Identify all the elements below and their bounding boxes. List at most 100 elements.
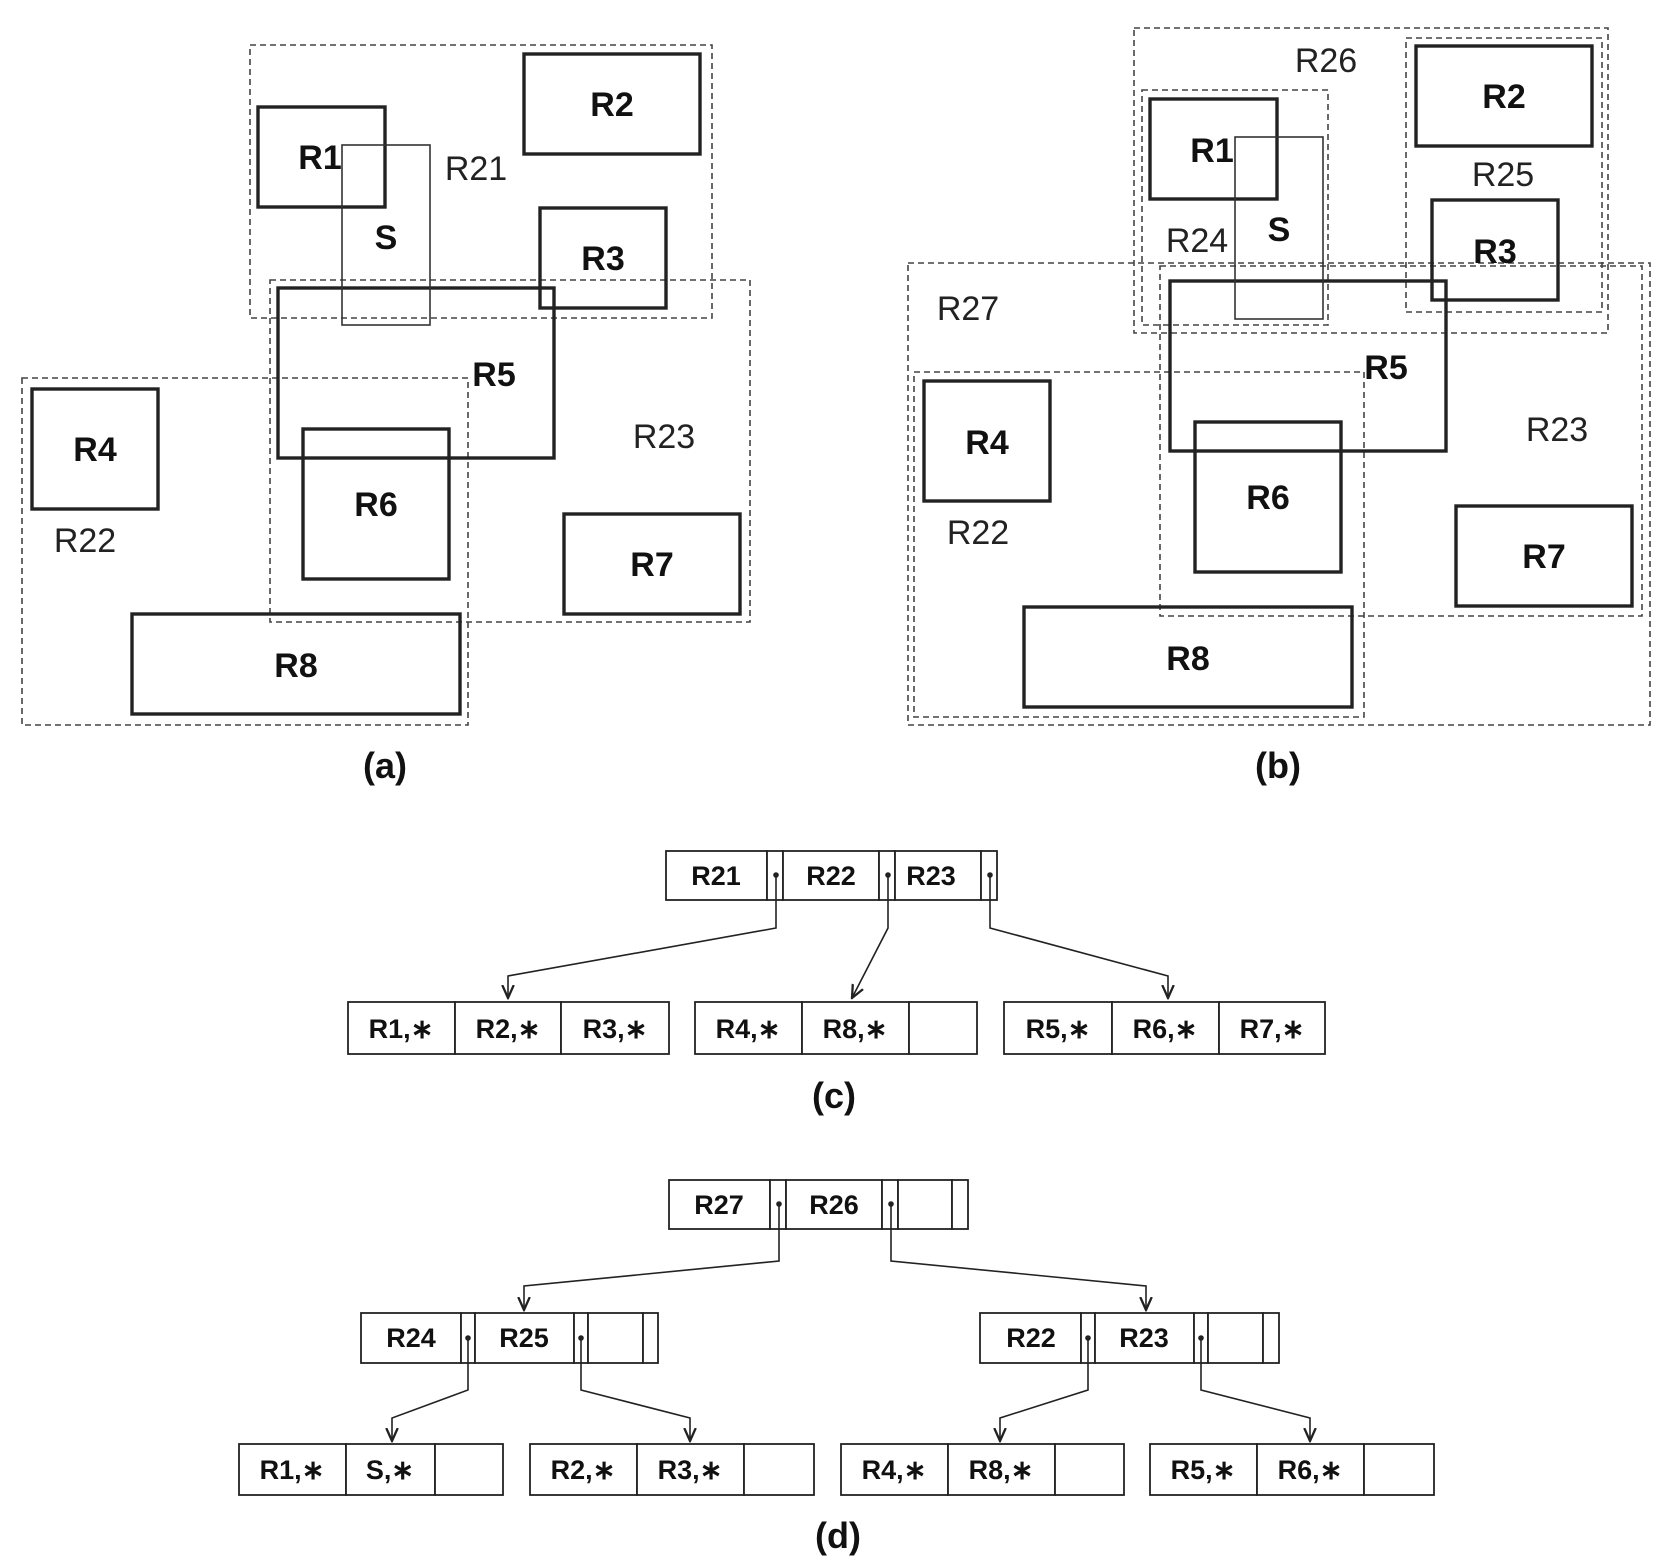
object-r6 xyxy=(1193,420,1343,574)
label-r26: R26 xyxy=(1295,42,1357,80)
object-r4 xyxy=(922,379,1052,503)
object-r6 xyxy=(301,427,451,581)
label-r5: R5 xyxy=(1364,349,1407,387)
label-r6: R6 xyxy=(1246,479,1289,517)
label-s: S xyxy=(1268,211,1291,249)
internal-node-1: R24 R25 xyxy=(360,1312,659,1364)
label-r2: R2 xyxy=(1482,78,1525,116)
pointer-r21 xyxy=(508,875,777,998)
tree-d: R27 R26 R24 R25 xyxy=(238,1179,1435,1556)
entry-r2: R2,∗ xyxy=(476,1014,541,1044)
leaf-node-1: R1,∗ R2,∗ R3,∗ xyxy=(347,1001,670,1055)
entry-r21: R21 xyxy=(691,861,741,891)
query-s xyxy=(341,144,431,326)
caption-b: (b) xyxy=(1255,745,1301,786)
object-r7 xyxy=(562,512,742,616)
object-r8 xyxy=(1022,605,1354,709)
label-r7: R7 xyxy=(1522,538,1565,576)
entry-r3: R3,∗ xyxy=(658,1455,723,1485)
mbr-r27 xyxy=(907,262,1651,726)
label-r21: R21 xyxy=(445,150,507,188)
leaf-node-4: R5,∗ R6,∗ xyxy=(1149,1443,1435,1496)
panel-b: R1 R2 R3 R4 R5 R6 R7 R8 S R22 R23 R24 R2… xyxy=(907,27,1651,786)
entry-r23: R23 xyxy=(1119,1323,1169,1353)
entry-s: S,∗ xyxy=(366,1455,414,1485)
entry-r2: R2,∗ xyxy=(551,1455,616,1485)
entry-r4: R4,∗ xyxy=(716,1014,781,1044)
label-r24: R24 xyxy=(1166,222,1228,260)
label-r22: R22 xyxy=(54,522,116,560)
leaf-node-2: R4,∗ R8,∗ xyxy=(694,1001,978,1055)
entry-r22: R22 xyxy=(806,861,856,891)
label-r1: R1 xyxy=(1190,132,1233,170)
entry-r27: R27 xyxy=(694,1190,744,1220)
leaf-node-3: R4,∗ R8,∗ xyxy=(840,1443,1125,1496)
pointer-r22 xyxy=(1000,1338,1089,1441)
leaf-node-1: R1,∗ S,∗ xyxy=(238,1443,504,1496)
label-r27: R27 xyxy=(937,290,999,328)
mbr-r24 xyxy=(1141,89,1329,326)
entry-r5: R5,∗ xyxy=(1026,1014,1091,1044)
pointer-r24 xyxy=(392,1338,469,1441)
entry-r3: R3,∗ xyxy=(583,1014,648,1044)
object-r7 xyxy=(1454,504,1634,608)
tree-c: R21 R22 R23 R1,∗ R2,∗ R3,∗ R4,∗ R8,∗ xyxy=(347,850,1326,1116)
label-r3: R3 xyxy=(1473,233,1516,271)
entry-r4: R4,∗ xyxy=(862,1455,927,1485)
label-r7: R7 xyxy=(630,546,673,584)
entry-r24: R24 xyxy=(386,1323,436,1353)
root-node: R21 R22 R23 xyxy=(665,850,998,901)
entry-r1: R1,∗ xyxy=(260,1455,325,1485)
pointer-r22 xyxy=(852,875,889,998)
mbr-r26 xyxy=(1133,27,1609,334)
leaf-node-3: R5,∗ R6,∗ R7,∗ xyxy=(1003,1001,1326,1055)
object-r1 xyxy=(1148,97,1279,201)
object-r2 xyxy=(522,52,702,156)
label-s: S xyxy=(375,219,398,257)
mbr-r21 xyxy=(249,44,713,319)
pointer-r25 xyxy=(580,1338,690,1441)
entry-r25: R25 xyxy=(499,1323,549,1353)
root-node: R27 R26 xyxy=(668,1179,969,1230)
label-r22: R22 xyxy=(947,514,1009,552)
label-r5: R5 xyxy=(472,356,515,394)
object-r2 xyxy=(1414,44,1594,148)
entry-r7: R7,∗ xyxy=(1240,1014,1305,1044)
entry-r6: R6,∗ xyxy=(1278,1455,1343,1485)
label-r2: R2 xyxy=(590,86,633,124)
label-r23: R23 xyxy=(1526,411,1588,449)
label-r8: R8 xyxy=(274,647,317,685)
panel-a: R1 R2 R3 R4 R5 R6 R7 R8 S R21 R22 R23 (a… xyxy=(21,44,751,786)
object-r8 xyxy=(130,612,462,716)
entry-r5: R5,∗ xyxy=(1171,1455,1236,1485)
entry-r6: R6,∗ xyxy=(1133,1014,1198,1044)
mbr-r23 xyxy=(1159,265,1643,617)
caption-c: (c) xyxy=(812,1075,856,1116)
pointer-r23 xyxy=(1200,1338,1310,1441)
object-r3 xyxy=(538,206,668,310)
object-r3 xyxy=(1430,198,1560,302)
object-r5 xyxy=(276,286,556,460)
entry-r8: R8,∗ xyxy=(969,1455,1034,1485)
label-r25: R25 xyxy=(1472,156,1534,194)
mbr-r25 xyxy=(1405,37,1603,313)
pointer-r23 xyxy=(989,875,1168,998)
query-s xyxy=(1234,136,1324,320)
pointer-r26 xyxy=(890,1204,1146,1310)
mbr-r22 xyxy=(913,371,1365,718)
label-r4: R4 xyxy=(73,431,117,469)
pointer-r27 xyxy=(524,1204,780,1310)
caption-d: (d) xyxy=(815,1515,861,1556)
entry-r23: R23 xyxy=(906,861,956,891)
entry-r22: R22 xyxy=(1006,1323,1056,1353)
object-r4 xyxy=(30,387,160,511)
object-r5 xyxy=(1168,279,1448,453)
object-r1 xyxy=(256,105,387,209)
label-r23: R23 xyxy=(633,418,695,456)
entry-r8: R8,∗ xyxy=(823,1014,888,1044)
mbr-r22 xyxy=(21,377,469,726)
mbr-r23 xyxy=(269,279,751,623)
label-r3: R3 xyxy=(581,240,624,278)
label-r1: R1 xyxy=(298,139,341,177)
